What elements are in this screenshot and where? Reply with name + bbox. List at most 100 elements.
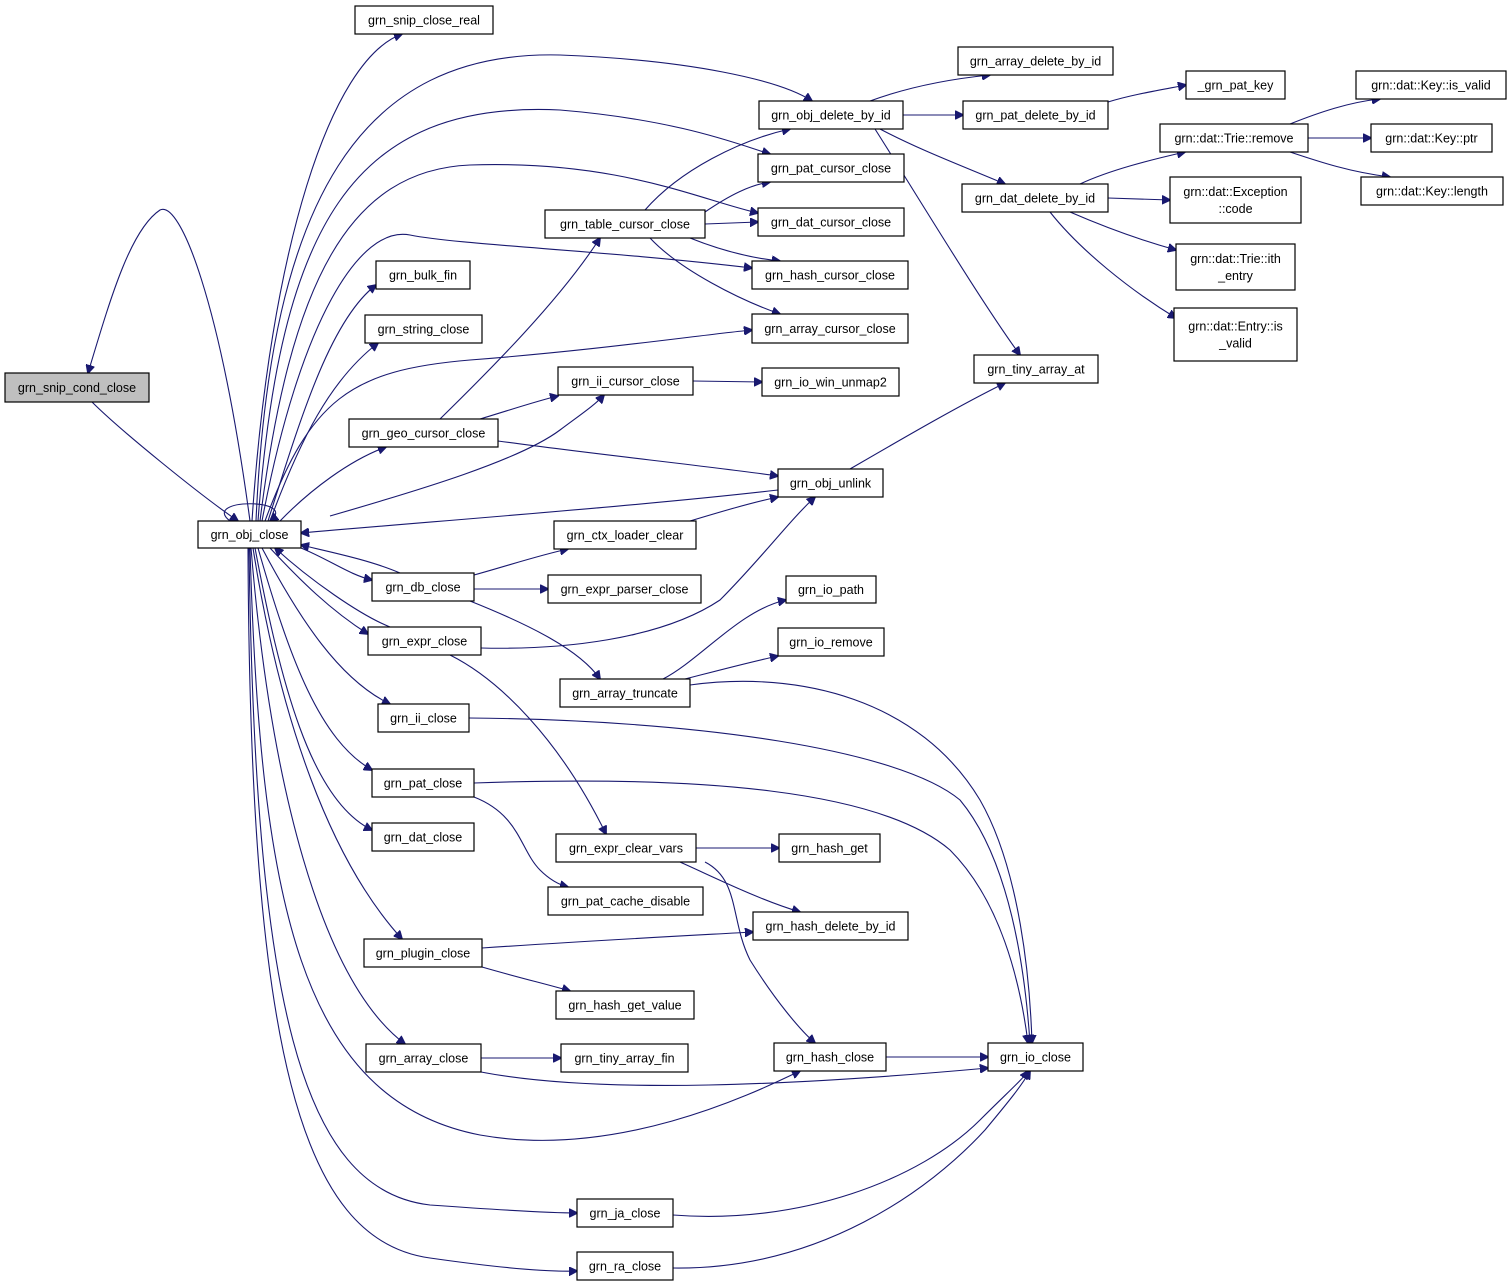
node-trie-remove[interactable]: grn::dat::Trie::remove [1159, 123, 1309, 153]
node-io-win-unmap2[interactable]: grn_io_win_unmap2 [761, 367, 900, 397]
node-io-remove[interactable]: grn_io_remove [777, 627, 885, 657]
node-array-close[interactable]: grn_array_close [365, 1043, 482, 1073]
edge-obj-close-to-snip-close-real [251, 34, 402, 522]
node-obj-unlink[interactable]: grn_obj_unlink [777, 468, 884, 498]
node-table-cursor-close[interactable]: grn_table_cursor_close [544, 209, 706, 239]
node-box [1185, 70, 1286, 100]
node-box [371, 768, 475, 798]
edge-obj-close-to-expr-close [269, 547, 368, 634]
node-bulk-fin[interactable]: grn_bulk_fin [375, 260, 471, 290]
node-hash-cursor-close[interactable]: grn_hash_cursor_close [751, 260, 909, 290]
node-snip-close-real[interactable]: grn_snip_close_real [354, 5, 494, 35]
node-key-ptr[interactable]: grn::dat::Key::ptr [1370, 123, 1493, 153]
edge-db-close-to-array-truncate [469, 600, 600, 679]
node-hash-delete-by-id[interactable]: grn_hash_delete_by_id [752, 911, 909, 941]
edge-obj-close-to-snip-cond-close [88, 208, 251, 522]
node--grn-pat-key[interactable]: _grn_pat_key [1185, 70, 1286, 100]
node-key-is-valid[interactable]: grn::dat::Key::is_valid [1355, 70, 1507, 100]
node-box [777, 468, 884, 498]
node-box [367, 626, 482, 656]
node-label: grn_table_cursor_close [560, 218, 690, 232]
node-array-cursor-close[interactable]: grn_array_cursor_close [751, 313, 909, 344]
node-obj-delete-by-id[interactable]: grn_obj_delete_by_id [758, 100, 904, 130]
edge-obj-close-to-obj-delete-by-id [255, 54, 812, 522]
node-snip-cond-close[interactable]: grn_snip_cond_close [4, 372, 150, 403]
node-label: grn_hash_close [786, 1051, 874, 1065]
edge-array-close-to-io-close [480, 1068, 988, 1086]
node-pat-delete-by-id[interactable]: grn_pat_delete_by_id [962, 100, 1109, 130]
node-label: grn::dat::Exception [1183, 185, 1287, 199]
node-label: grn_dat_close [384, 831, 463, 845]
edge-obj-unlink-to-tiny-array-at [849, 383, 1005, 470]
node-label: grn_string_close [378, 323, 470, 337]
node-label: grn_io_win_unmap2 [774, 376, 887, 390]
node-box [559, 678, 691, 708]
node-label: grn_pat_close [384, 777, 463, 791]
node-key-length[interactable]: grn::dat::Key::length [1360, 176, 1504, 206]
node-dat-cursor-close[interactable]: grn_dat_cursor_close [757, 207, 905, 237]
node-label: grn_ctx_loader_clear [567, 529, 684, 543]
node-box [553, 520, 697, 550]
node-label: grn_array_truncate [572, 687, 678, 701]
node-box [544, 209, 706, 239]
node-hash-get-value[interactable]: grn_hash_get_value [555, 990, 695, 1020]
node-tiny-array-fin[interactable]: grn_tiny_array_fin [560, 1043, 689, 1073]
edge-obj-delete-by-id-to-array-delete-by-id [869, 75, 990, 102]
node-label: grn_plugin_close [376, 947, 471, 961]
node-box [961, 183, 1109, 213]
node-pat-cache-disable[interactable]: grn_pat_cache_disable [547, 886, 704, 916]
node-expr-clear-vars[interactable]: grn_expr_clear_vars [555, 833, 697, 863]
node-hash-close[interactable]: grn_hash_close [773, 1042, 887, 1072]
node-label: grn_hash_cursor_close [765, 269, 895, 283]
node-box [375, 260, 471, 290]
edge-db-close-to-obj-close [301, 545, 401, 574]
node-plugin-close[interactable]: grn_plugin_close [363, 938, 483, 968]
node-expr-parser-close[interactable]: grn_expr_parser_close [547, 574, 702, 604]
node-dat-delete-by-id[interactable]: grn_dat_delete_by_id [961, 183, 1109, 213]
node-db-close[interactable]: grn_db_close [371, 572, 475, 602]
node-box [773, 1042, 887, 1072]
node-ii-close[interactable]: grn_ii_close [377, 703, 470, 733]
node-expr-close[interactable]: grn_expr_close [367, 626, 482, 656]
node-pat-cursor-close[interactable]: grn_pat_cursor_close [757, 153, 905, 183]
node-trie-ith-entry[interactable]: grn::dat::Trie::ith_entry [1175, 243, 1296, 291]
node-io-path[interactable]: grn_io_path [785, 575, 877, 604]
edge-obj-close-to-obj-close [223, 503, 275, 521]
edge-trie-remove-to-key-length [1289, 151, 1390, 177]
node-tiny-array-at[interactable]: grn_tiny_array_at [973, 354, 1099, 384]
node-label: grn_ra_close [589, 1260, 661, 1274]
node-ra-close[interactable]: grn_ra_close [576, 1251, 674, 1281]
node-box [354, 5, 494, 35]
edge-obj-close-to-hash-cursor-close [261, 233, 752, 522]
edge-ii-close-to-io-close [468, 717, 1030, 1043]
node-array-truncate[interactable]: grn_array_truncate [559, 678, 691, 708]
node-obj-close[interactable]: grn_obj_close [197, 520, 302, 549]
edge-obj-close-to-dat-cursor-close [259, 164, 758, 522]
node-ja-close[interactable]: grn_ja_close [576, 1198, 674, 1228]
node-array-delete-by-id[interactable]: grn_array_delete_by_id [957, 46, 1114, 76]
node-label: grn_dat_cursor_close [771, 216, 891, 230]
node-box [4, 372, 150, 403]
node-box [778, 833, 881, 863]
edge-table-cursor-close-to-dat-cursor-close [704, 222, 758, 224]
node-label: ::code [1218, 202, 1252, 216]
node-exception-code[interactable]: grn::dat::Exception::code [1169, 176, 1302, 224]
node-ctx-loader-clear[interactable]: grn_ctx_loader_clear [553, 520, 697, 550]
edge-array-truncate-to-io-remove [684, 656, 778, 680]
edge-obj-close-to-hash-close [249, 547, 800, 1141]
node-entry-is-valid[interactable]: grn::dat::Entry::is_valid [1173, 307, 1298, 362]
node-label: grn_snip_cond_close [18, 381, 136, 395]
node-pat-close[interactable]: grn_pat_close [371, 768, 475, 798]
node-dat-close[interactable]: grn_dat_close [371, 822, 475, 852]
node-io-close[interactable]: grn_io_close [987, 1042, 1084, 1072]
node-box [1370, 123, 1493, 153]
node-hash-get[interactable]: grn_hash_get [778, 833, 881, 863]
node-string-close[interactable]: grn_string_close [364, 314, 483, 344]
edge-array-truncate-to-io-close [689, 680, 1032, 1043]
edge-obj-close-to-array-cursor-close [264, 330, 752, 522]
node-box [557, 366, 694, 396]
node-label: _valid [1218, 337, 1252, 351]
node-ii-cursor-close[interactable]: grn_ii_cursor_close [557, 366, 694, 396]
node-geo-cursor-close[interactable]: grn_geo_cursor_close [348, 418, 499, 448]
edge-expr-clear-vars-to-hash-close [704, 861, 815, 1043]
